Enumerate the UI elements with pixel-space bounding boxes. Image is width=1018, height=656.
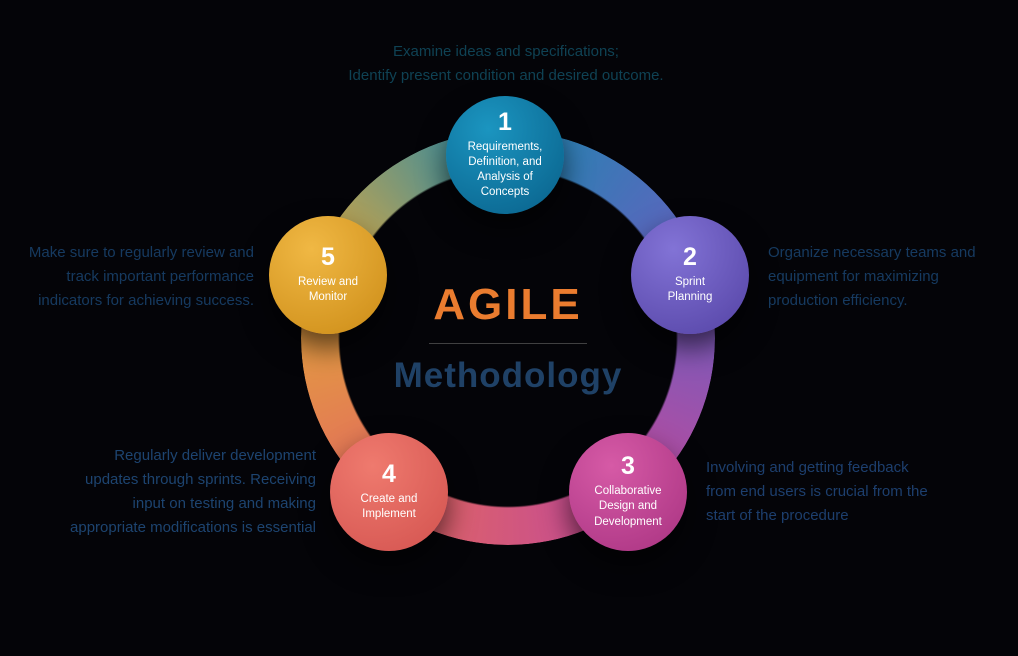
step-number-5: 5 [321,242,335,271]
step-number-4: 4 [382,459,396,488]
step-node-4: 4 Create and Implement [330,433,448,551]
step-label-1: Requirements, Definition, and Analysis o… [467,140,543,199]
step-description-2: Organize necessary teams and equipment f… [768,244,976,309]
step-node-2: 2 Sprint Planning [631,216,749,334]
step-number-3: 3 [621,452,635,481]
step-number-2: 2 [683,242,697,271]
step-number-1: 1 [498,107,512,136]
step-label-5: Review and Monitor [297,275,359,303]
title-divider [429,343,587,344]
step-node-1: 1 Requirements, Definition, and Analysis… [446,96,564,214]
center-title-block: AGILE Methodology [328,280,688,396]
step-description-1: Examine ideas and specifications; Identi… [348,43,664,84]
step-label-2: Sprint Planning [667,275,713,303]
title-methodology: Methodology [393,356,623,395]
step-label-3: Collaborative Design and Development [594,485,662,528]
step-description-5: Make sure to regularly review and track … [28,244,254,309]
step-label-4: Create and Implement [360,492,418,520]
step-description-3: Involving and getting feedback from end … [706,459,928,524]
step-node-5: 5 Review and Monitor [269,216,387,334]
step-node-3: 3 Collaborative Design and Development [569,433,687,551]
step-description-4: Regularly deliver development updates th… [70,447,316,536]
title-agile: AGILE [433,280,583,329]
